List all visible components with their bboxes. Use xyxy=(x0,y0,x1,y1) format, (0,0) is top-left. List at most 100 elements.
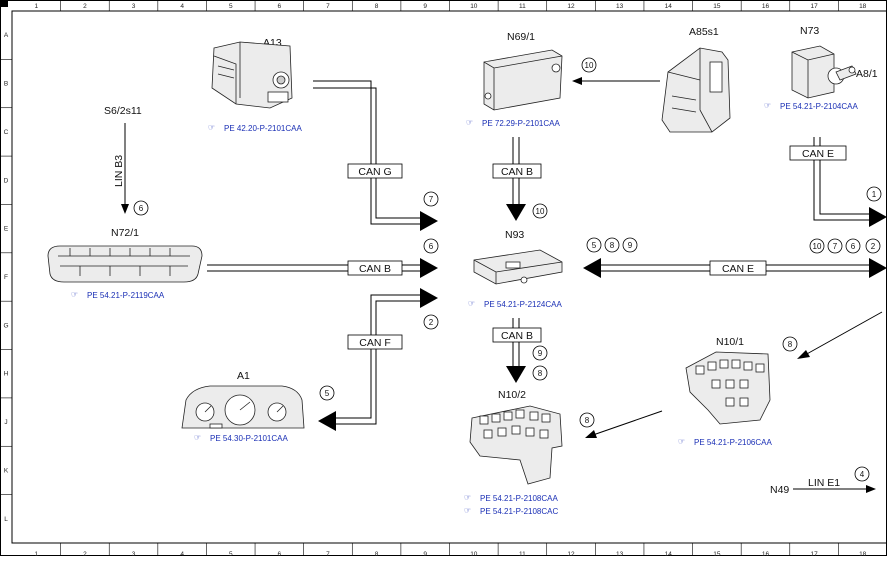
component-n10-2[interactable]: N10/2 ☞ PE 54.21-P-2108CAA ☞ PE 54.21-P-… xyxy=(464,389,563,516)
n69-device-icon xyxy=(483,49,563,111)
n69-label: N69/1 xyxy=(507,31,535,43)
grid-col-1-top: 1 xyxy=(34,3,38,10)
can-f-arrowhead-left xyxy=(318,411,336,431)
n10-2-ref-link-2[interactable]: ☞ PE 54.21-P-2108CAC xyxy=(464,506,558,516)
grid-col-8-bottom: 8 xyxy=(375,551,379,556)
key-icon xyxy=(835,65,857,81)
circle-4: 4 xyxy=(854,466,870,482)
n10-1-incoming-line xyxy=(804,311,883,356)
grid-col-2-bottom: 2 xyxy=(83,551,87,556)
grid-col-11-top: 11 xyxy=(519,3,526,10)
svg-text:PE 54.21-P-2106CAA: PE 54.21-P-2106CAA xyxy=(694,438,772,447)
circle-5: 5 xyxy=(586,237,602,253)
circle-1: 1 xyxy=(866,186,882,202)
n72-ref-link[interactable]: ☞ PE 54.21-P-2119CAA xyxy=(71,290,165,300)
svg-text:2: 2 xyxy=(429,318,434,327)
n10-2-label: N10/2 xyxy=(498,389,526,401)
circle-8-b: 8 xyxy=(532,365,548,381)
component-n49[interactable]: N49 xyxy=(770,484,789,496)
can-f-label: CAN F xyxy=(359,337,391,349)
lin-b3-arrowhead xyxy=(121,204,129,214)
svg-text:9: 9 xyxy=(628,241,633,250)
n69-ref-link[interactable]: ☞ PE 72.29-P-2101CAA xyxy=(466,118,560,128)
grid-col-17-top: 17 xyxy=(810,3,818,10)
grid-col-9-bottom: 9 xyxy=(423,551,427,556)
can-b-n72-arrowhead xyxy=(420,258,438,278)
grid-col-4-bottom: 4 xyxy=(180,551,184,556)
svg-text:PE 54.21-P-2104CAA: PE 54.21-P-2104CAA xyxy=(780,102,858,111)
svg-text:8: 8 xyxy=(538,369,543,378)
grid-col-13-top: 13 xyxy=(616,3,624,10)
grid-col-17-bottom: 17 xyxy=(810,551,818,556)
svg-text:8: 8 xyxy=(585,416,590,425)
can-e-arrowhead-right xyxy=(869,258,887,278)
n10-2-device-icon xyxy=(469,405,563,485)
component-n72-1[interactable]: N72/1 ☞ PE 54.21-P-2119CAA xyxy=(47,227,203,300)
can-b-n93-arrowhead xyxy=(506,366,526,383)
n93-device-icon xyxy=(473,249,563,285)
grid-col-4-top: 4 xyxy=(180,3,184,10)
svg-text:2: 2 xyxy=(871,242,876,251)
grid-columns: 1122334455667788991010111112121313141415… xyxy=(34,1,867,558)
component-n69-1[interactable]: N69/1 ☞ PE 72.29-P-2101CAA xyxy=(466,31,563,128)
svg-text:☞: ☞ xyxy=(464,493,471,502)
svg-text:6: 6 xyxy=(851,242,856,251)
n93-ref-link[interactable]: ☞ PE 54.21-P-2124CAA xyxy=(468,299,562,309)
grid-row-J: J xyxy=(4,419,7,426)
svg-text:PE 54.30-P-2101CAA: PE 54.30-P-2101CAA xyxy=(210,434,288,443)
n73-label: N73 xyxy=(800,25,819,37)
circle-7-r: 7 xyxy=(827,238,843,254)
s6-label: S6/2s11 xyxy=(104,105,142,117)
grid-col-10-top: 10 xyxy=(470,3,478,10)
a85-label: A85s1 xyxy=(689,26,719,38)
n10-1-ref-link[interactable]: ☞ PE 54.21-P-2106CAA xyxy=(678,437,772,447)
svg-text:7: 7 xyxy=(429,195,434,204)
n72-label: N72/1 xyxy=(111,227,139,239)
component-n93[interactable]: N93 ☞ PE 54.21-P-2124CAA xyxy=(468,229,562,309)
circle-10-r: 10 xyxy=(809,238,825,254)
svg-text:☞: ☞ xyxy=(194,433,201,442)
circle-2-r: 2 xyxy=(865,238,881,254)
n10-2-ref-link-1[interactable]: ☞ PE 54.21-P-2108CAA xyxy=(464,493,558,503)
svg-text:5: 5 xyxy=(592,241,597,250)
a13-device-icon xyxy=(211,41,293,109)
svg-text:6: 6 xyxy=(139,204,144,213)
svg-text:☞: ☞ xyxy=(464,506,471,515)
grid-col-15-top: 15 xyxy=(713,3,721,10)
svg-text:10: 10 xyxy=(585,61,594,70)
bus-lines xyxy=(121,77,887,493)
circle-10-n93: 10 xyxy=(532,203,548,219)
bus-labels: CAN G CAN B CAN F CAN B CAN B CAN E CAN … xyxy=(113,145,847,489)
grid-row-D: D xyxy=(4,177,9,184)
circle-6-r: 6 xyxy=(845,238,861,254)
component-n73[interactable]: N73 A8/1 ☞ PE 54.21-P-2104CAA xyxy=(764,25,878,111)
circle-9-b: 9 xyxy=(532,345,548,361)
circle-5-a1: 5 xyxy=(319,385,335,401)
grid-col-2-top: 2 xyxy=(83,3,87,10)
a8-label: A8/1 xyxy=(856,68,878,80)
can-e-arrowhead-left xyxy=(583,258,601,278)
component-a1[interactable]: A1 ☞ PE 54.30-P-2101CAA xyxy=(181,370,305,443)
circle-10-top: 10 xyxy=(581,57,597,73)
svg-text:1: 1 xyxy=(872,190,877,199)
component-a13[interactable]: A13 ☞ PE 42.20-P-2101CAA xyxy=(208,37,302,133)
a1-ref-link[interactable]: ☞ PE 54.30-P-2101CAA xyxy=(194,433,288,443)
circle-7: 7 xyxy=(423,191,439,207)
grid-col-18-top: 18 xyxy=(859,3,867,10)
a13-ref-link[interactable]: ☞ PE 42.20-P-2101CAA xyxy=(208,123,302,133)
svg-text:PE 54.21-P-2108CAA: PE 54.21-P-2108CAA xyxy=(480,494,558,503)
grid-row-H: H xyxy=(4,371,9,378)
svg-text:PE 54.21-P-2124CAA: PE 54.21-P-2124CAA xyxy=(484,300,562,309)
svg-text:☞: ☞ xyxy=(764,101,771,110)
can-b-n93-label: CAN B xyxy=(501,330,533,342)
component-n10-1[interactable]: N10/1 ☞ PE 54.21-P-2106CAA xyxy=(678,336,772,447)
can-b-n72-label: CAN B xyxy=(359,263,391,275)
grid-col-12-top: 12 xyxy=(567,3,575,10)
lin-b3-label: LIN B3 xyxy=(113,155,125,187)
n73-ref-link[interactable]: ☞ PE 54.21-P-2104CAA xyxy=(764,101,858,111)
svg-text:8: 8 xyxy=(610,241,615,250)
component-s6-2s11[interactable]: S6/2s11 xyxy=(104,105,142,117)
svg-text:5: 5 xyxy=(325,389,330,398)
component-a85s1[interactable]: A85s1 xyxy=(661,26,731,133)
